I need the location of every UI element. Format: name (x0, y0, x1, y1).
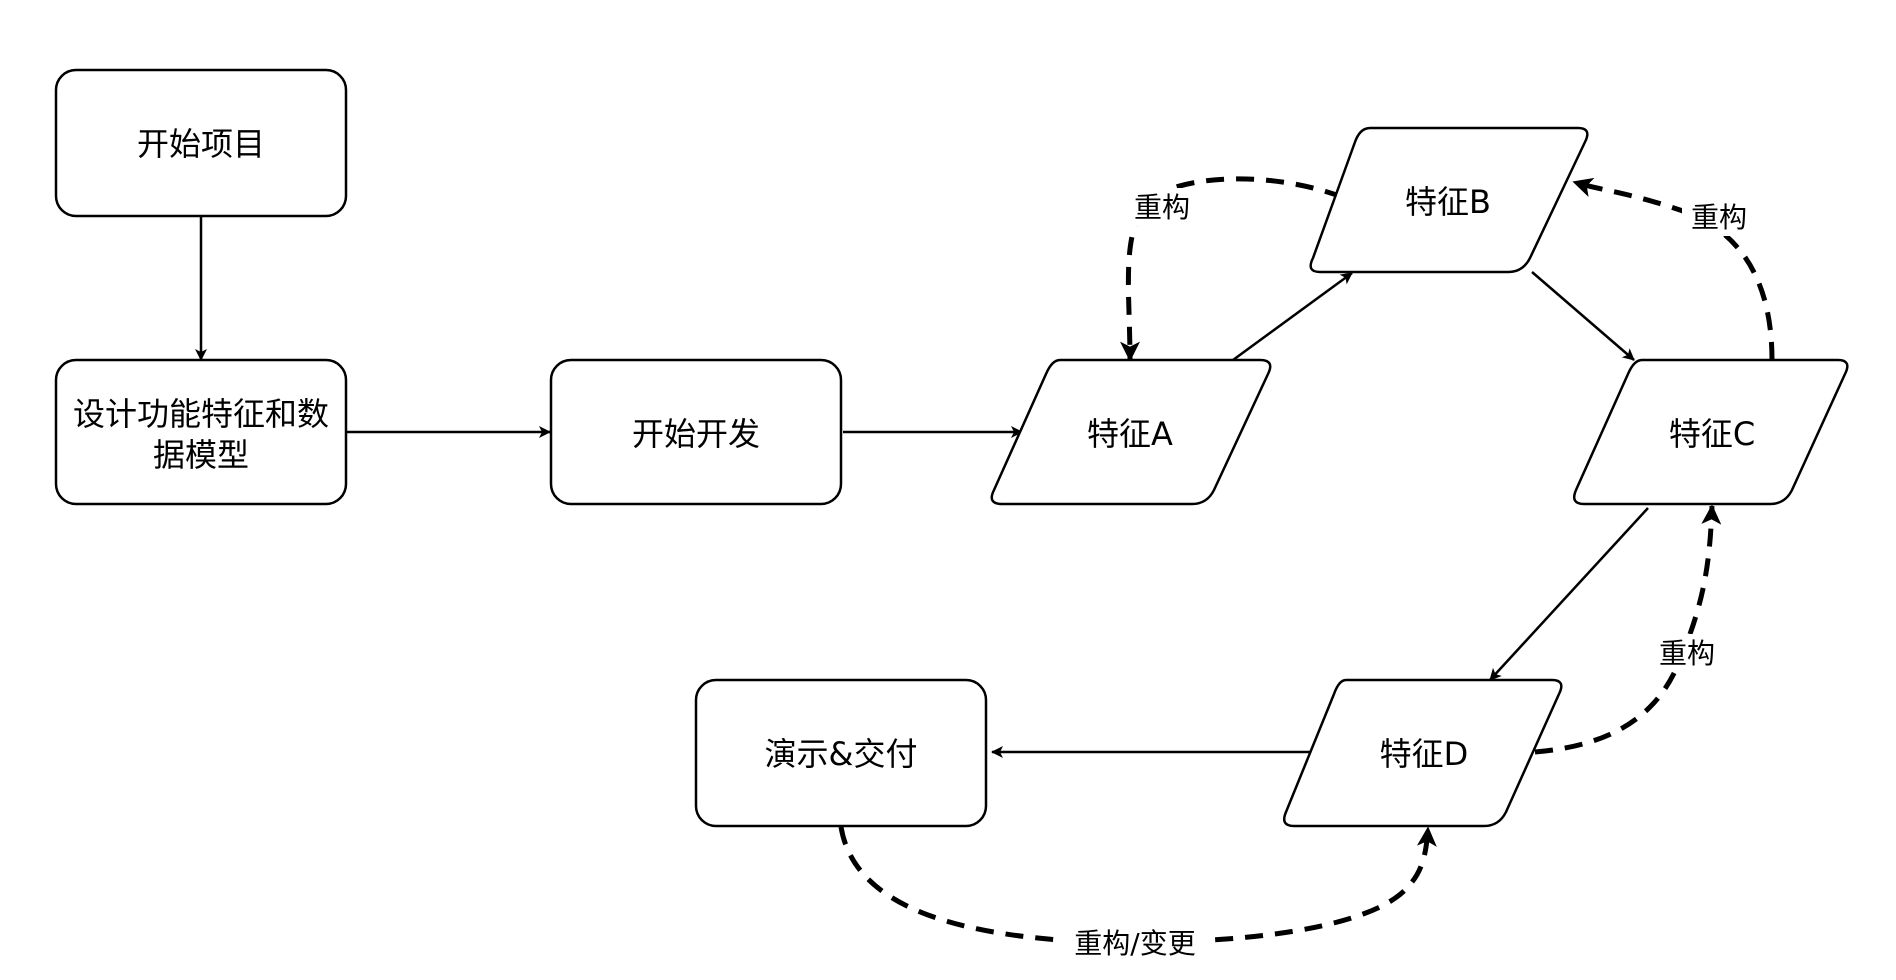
dashed-edges (838, 176, 1775, 945)
node-feature-b: 特征B (1309, 126, 1589, 274)
node-start-project: 开始项目 (54, 68, 348, 218)
node-design-features: 设计功能特征和数 据模型 (54, 358, 348, 506)
solid-edges (195, 217, 1649, 758)
edge-feature-c-to-d (1489, 507, 1649, 681)
node-feature-d: 特征D (1283, 678, 1563, 828)
node-feature-b-label: 特征B (1405, 183, 1491, 221)
node-feature-c: 特征C (1573, 358, 1849, 506)
node-feature-c-label: 特征C (1669, 415, 1755, 453)
node-demo-delivery: 演示&交付 (694, 678, 988, 828)
node-start-dev-label: 开始开发 (632, 415, 760, 453)
node-design-features-label-line1: 设计功能特征和数 (73, 395, 329, 433)
edge-refactor-d-to-c (1534, 504, 1722, 755)
node-demo-delivery-label: 演示&交付 (765, 735, 918, 773)
node-feature-a-label: 特征A (1087, 415, 1173, 453)
label-refactor-ab: 重构 (1134, 191, 1190, 224)
edge-feature-b-to-c (1531, 271, 1635, 361)
node-design-features-label-line2: 据模型 (153, 436, 249, 474)
label-refactor-change: 重构/变更 (1074, 927, 1195, 960)
node-feature-a: 特征A (990, 358, 1272, 506)
edge-labels: 重构 重构 重构 重构/变更 (1062, 188, 1756, 964)
node-feature-d-label: 特征D (1380, 735, 1469, 773)
label-refactor-dc: 重构 (1659, 637, 1715, 670)
node-start-project-label: 开始项目 (137, 125, 265, 163)
label-refactor-cb: 重构 (1691, 201, 1747, 234)
edge-feature-a-to-b (1232, 271, 1353, 362)
node-start-dev: 开始开发 (549, 358, 843, 506)
